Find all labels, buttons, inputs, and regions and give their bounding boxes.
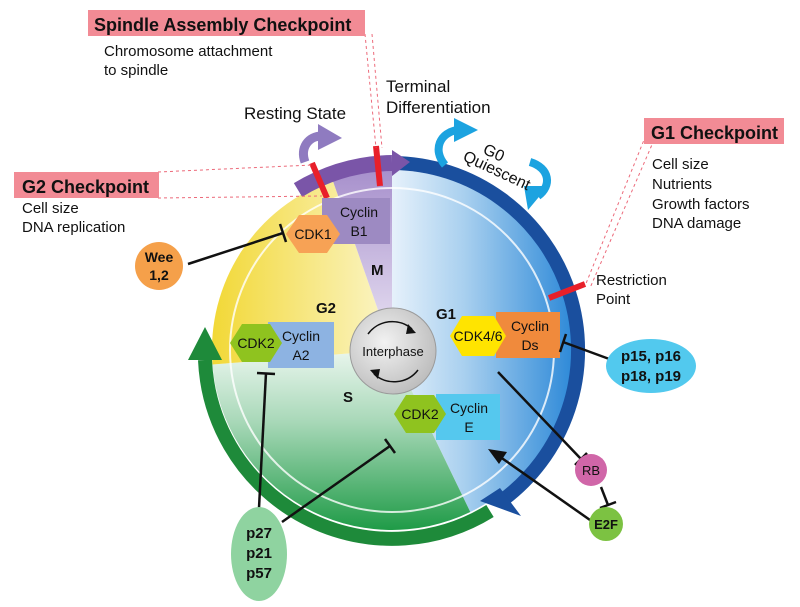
callout-lines bbox=[157, 33, 655, 289]
restriction-point-bar bbox=[547, 281, 587, 301]
cyclin-a2-label: Cyclin bbox=[282, 328, 320, 344]
cdk1-hexagon bbox=[286, 215, 340, 253]
cyclin-ds-box bbox=[496, 312, 560, 358]
cdk2-e-label: CDK2 bbox=[401, 406, 439, 422]
m-arc-arrowhead bbox=[392, 150, 410, 176]
g2-checkpoint-box bbox=[14, 172, 159, 198]
spindle-checkpoint-bar bbox=[373, 145, 383, 187]
cyclin-e-box bbox=[436, 394, 500, 440]
cdk46-hexagon bbox=[450, 316, 506, 356]
cyclin-e-label: Cyclin bbox=[450, 400, 488, 416]
rb-circle bbox=[575, 454, 607, 486]
p27-label: p57 bbox=[246, 565, 272, 582]
cdk1-label: CDK1 bbox=[294, 226, 332, 242]
restriction-point-label: Point bbox=[596, 291, 631, 308]
phase-g1-label: G1 bbox=[436, 306, 456, 323]
p15-label: p18, p19 bbox=[621, 368, 681, 385]
cdk2-a-hexagon bbox=[230, 324, 282, 362]
interphase-arrow-bottom-head bbox=[370, 369, 380, 379]
cdk2-e-hexagon bbox=[394, 395, 446, 433]
cyclin-ds-label: Cyclin bbox=[511, 318, 549, 334]
phase-g2-label: G2 bbox=[316, 300, 336, 317]
p27-label: p21 bbox=[246, 545, 272, 562]
g0-arrow-up-head bbox=[454, 118, 478, 142]
cyclin-b1-label: Cyclin bbox=[340, 204, 378, 220]
e2f-label: E2F bbox=[594, 517, 618, 532]
m-arc bbox=[293, 155, 393, 197]
g1-checkpoint-desc: Growth factors bbox=[652, 196, 750, 213]
e2f-circle bbox=[589, 507, 623, 541]
wee-label: 1,2 bbox=[149, 267, 169, 283]
spindle-checkpoint-desc: to spindle bbox=[104, 62, 168, 79]
phase-m-label: M bbox=[371, 262, 384, 279]
p27-ellipse bbox=[231, 507, 287, 601]
e2f-activation-arrowhead bbox=[488, 449, 507, 464]
phase-s-label: S bbox=[343, 389, 353, 406]
terminal-label: Terminal bbox=[386, 77, 450, 96]
cyclin-e-label: E bbox=[464, 419, 473, 435]
g1-checkpoint-box bbox=[644, 118, 784, 144]
g1-checkpoint-desc: Nutrients bbox=[652, 176, 712, 193]
cyclin-a2-label: A2 bbox=[292, 347, 309, 363]
cdk2-a-label: CDK2 bbox=[237, 335, 275, 351]
p15-label: p15, p16 bbox=[621, 348, 681, 365]
g1-checkpoint-desc: Cell size bbox=[652, 156, 709, 173]
g2-checkpoint-bar bbox=[309, 161, 330, 200]
g0-arrow-up bbox=[434, 126, 459, 168]
interphase-label: Interphase bbox=[362, 344, 423, 359]
p27-label: p27 bbox=[246, 525, 272, 542]
wee-circle bbox=[135, 242, 183, 290]
g1-checkpoint-desc: DNA damage bbox=[652, 215, 741, 232]
g2-checkpoint-desc: Cell size bbox=[22, 200, 79, 217]
spindle-checkpoint-box bbox=[88, 10, 365, 36]
rb-label: RB bbox=[582, 463, 600, 478]
resting-state-label: Resting State bbox=[244, 104, 346, 123]
wee-label: Wee bbox=[145, 249, 174, 265]
cdk46-label: CDK4/6 bbox=[453, 328, 502, 344]
cyclin-ds-label: Ds bbox=[521, 337, 538, 353]
s-arc bbox=[198, 359, 494, 546]
s-arc-arrowhead bbox=[188, 327, 222, 360]
spindle-checkpoint-title: Spindle Assembly Checkpoint bbox=[94, 15, 351, 35]
g1-arc-arrowhead bbox=[480, 488, 521, 516]
resting-state-arrowhead bbox=[318, 124, 342, 150]
interphase-arrow-top-head bbox=[406, 324, 416, 334]
g1-checkpoint-title: G1 Checkpoint bbox=[651, 123, 778, 143]
terminal-label: Differentiation bbox=[386, 98, 491, 117]
g2-checkpoint-title: G2 Checkpoint bbox=[22, 177, 149, 197]
restriction-point-label: Restriction bbox=[596, 272, 667, 289]
g2-checkpoint-desc: DNA replication bbox=[22, 219, 125, 236]
s-sector bbox=[212, 350, 471, 530]
g0-arrow-down-head bbox=[524, 186, 548, 210]
cyclin-b1-label: B1 bbox=[350, 223, 367, 239]
regulation-lines bbox=[187, 223, 617, 524]
spindle-checkpoint-desc: Chromosome attachment bbox=[104, 43, 273, 60]
p15-ellipse bbox=[606, 339, 696, 393]
